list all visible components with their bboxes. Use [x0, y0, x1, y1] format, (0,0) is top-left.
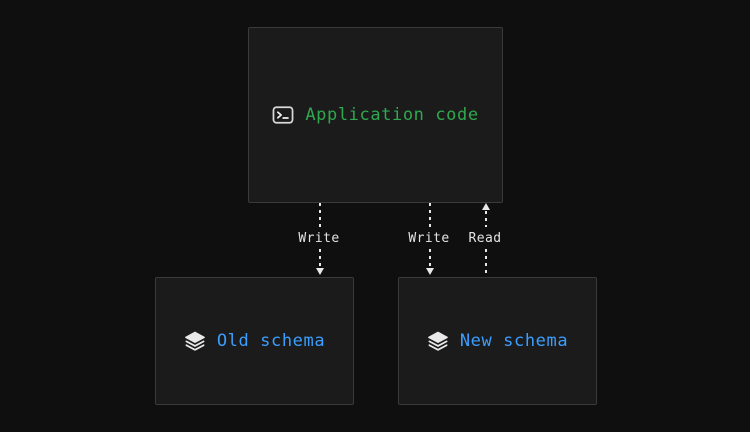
- edge-label-read-new: Read: [465, 230, 505, 247]
- node-application-code-content: Application code: [272, 104, 478, 126]
- layers-icon: [427, 330, 449, 352]
- terminal-icon: [272, 104, 294, 126]
- arrowhead-down-icon: [316, 268, 324, 275]
- node-new-schema[interactable]: New schema: [398, 277, 597, 405]
- edge-dotted-line: [319, 249, 321, 268]
- node-old-schema[interactable]: Old schema: [155, 277, 354, 405]
- node-old-schema-label: Old schema: [216, 331, 326, 351]
- arrowhead-down-icon: [426, 268, 434, 275]
- node-new-schema-label: New schema: [459, 331, 569, 351]
- node-application-code-label: Application code: [305, 105, 479, 125]
- edge-dotted-line: [485, 249, 487, 275]
- edge-dotted-line: [429, 203, 431, 227]
- edge-write-to-new-schema: [426, 203, 434, 275]
- edge-read-from-new-schema: [482, 203, 490, 275]
- edge-dotted-line: [319, 203, 321, 227]
- edge-label-write-old: Write: [295, 230, 343, 247]
- arrowhead-up-icon: [482, 203, 490, 210]
- edge-dotted-line: [485, 211, 487, 227]
- edge-write-to-old-schema: [316, 203, 324, 275]
- node-application-code[interactable]: Application code: [248, 27, 503, 203]
- node-new-schema-content: New schema: [427, 330, 568, 352]
- layers-icon: [184, 330, 206, 352]
- edge-dotted-line: [429, 249, 431, 268]
- node-old-schema-content: Old schema: [184, 330, 325, 352]
- edge-label-write-new: Write: [405, 230, 453, 247]
